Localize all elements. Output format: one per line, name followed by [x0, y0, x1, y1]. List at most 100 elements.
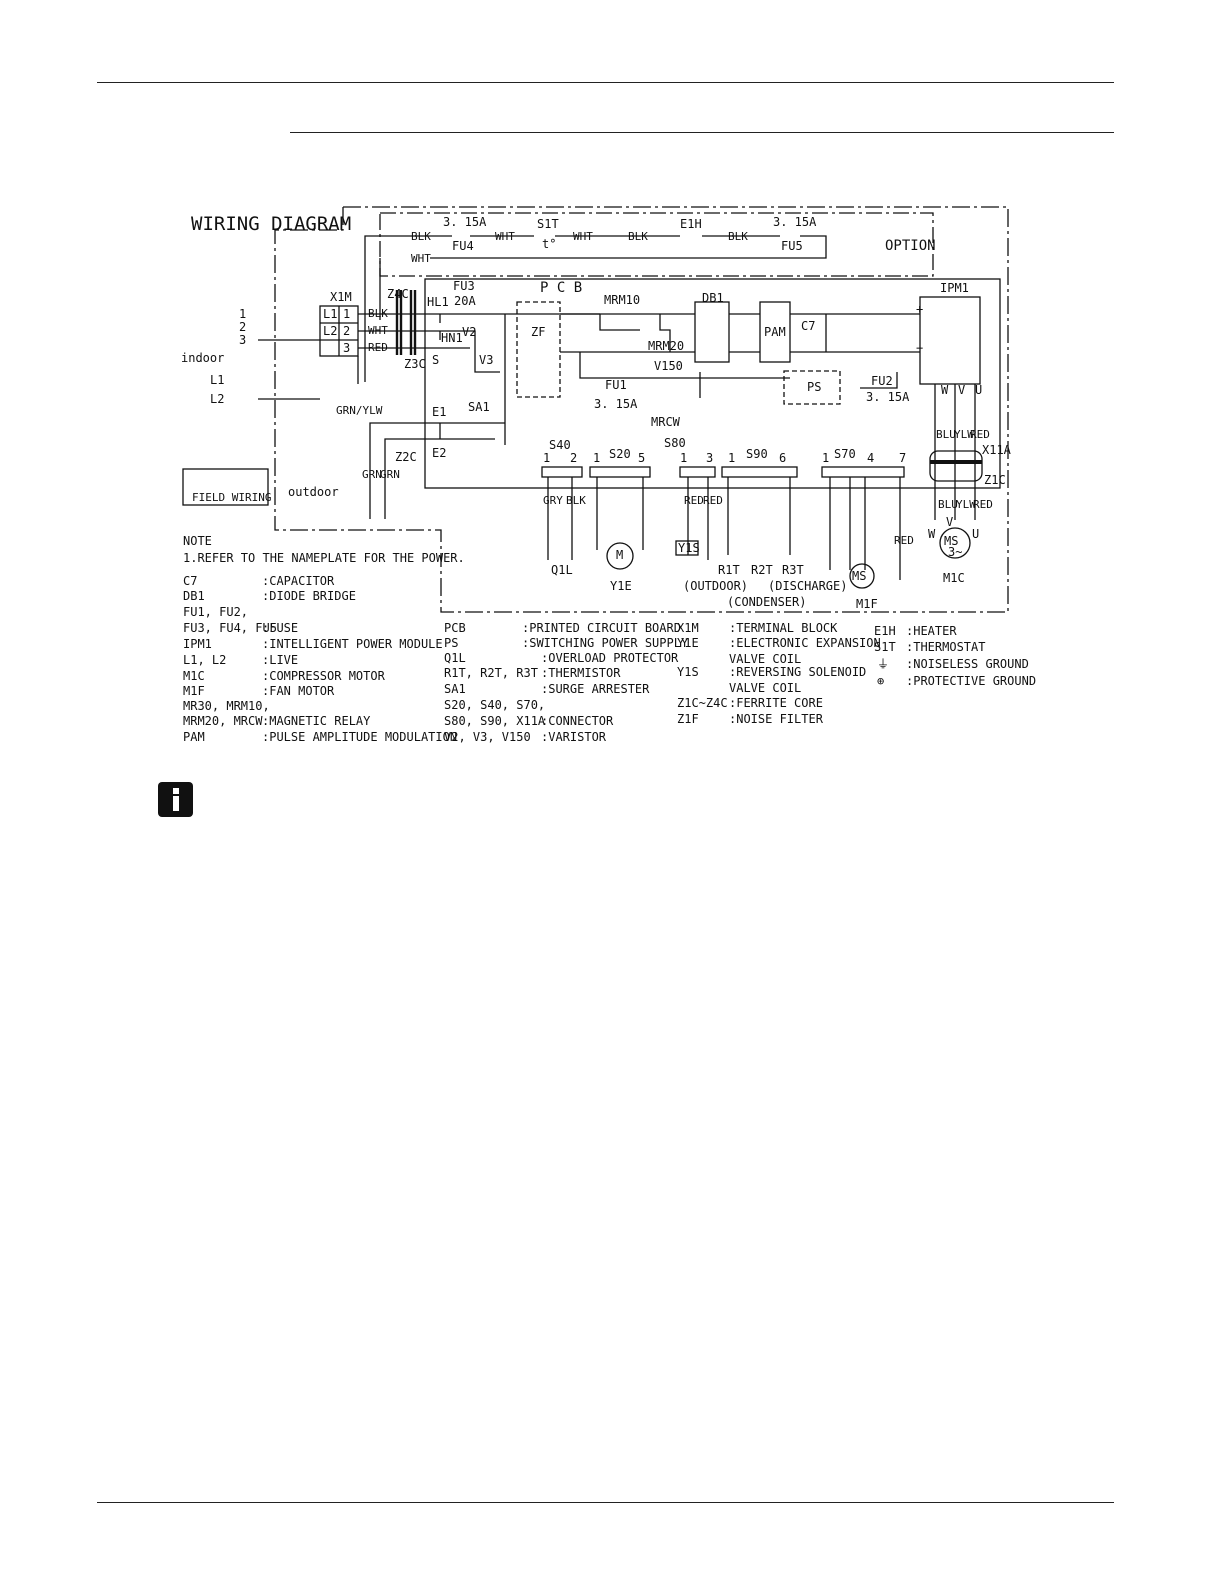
svg-text:W: W — [928, 527, 936, 541]
svg-text:YLW: YLW — [954, 428, 974, 441]
svg-text:WHT: WHT — [368, 324, 388, 337]
svg-text::PULSE AMPLITUDE MODULATION: :PULSE AMPLITUDE MODULATION — [262, 730, 457, 744]
svg-text:FU3, FU4, FU5: FU3, FU4, FU5 — [183, 621, 277, 635]
svg-text:MS: MS — [852, 569, 866, 583]
svg-text::LIVE: :LIVE — [262, 653, 298, 667]
svg-text:Y1E: Y1E — [610, 579, 632, 593]
svg-text:3: 3 — [706, 451, 713, 465]
svg-text:L1: L1 — [210, 373, 224, 387]
footer-rule — [97, 1502, 1114, 1503]
diagram-title: WIRING DIAGRAM — [191, 213, 351, 235]
svg-text:RED: RED — [894, 534, 914, 547]
svg-text:Q1L: Q1L — [444, 651, 466, 665]
svg-text:V150: V150 — [654, 359, 683, 373]
svg-text:FU2: FU2 — [871, 374, 893, 388]
svg-text::CONNECTOR: :CONNECTOR — [541, 714, 614, 728]
svg-text:S1T: S1T — [874, 640, 896, 654]
svg-text::NOISELESS GROUND: :NOISELESS GROUND — [906, 657, 1029, 671]
legend-note-item: 1.REFER TO THE NAMEPLATE FOR THE POWER. — [183, 551, 465, 565]
info-icon — [158, 782, 193, 817]
component-labels: WIRING DIAGRAM OPTION FIELD WIRING indoo… — [181, 213, 1012, 611]
svg-text:(OUTDOOR): (OUTDOOR) — [683, 579, 748, 593]
indoor-label: indoor — [181, 351, 224, 365]
svg-text:L1, L2: L1, L2 — [183, 653, 226, 667]
svg-text:7: 7 — [899, 451, 906, 465]
unit-boundary — [343, 206, 1009, 613]
svg-text:Y1E: Y1E — [677, 636, 699, 650]
svg-text:M1F: M1F — [856, 597, 878, 611]
svg-text:C7: C7 — [183, 574, 197, 588]
legend: NOTE 1.REFER TO THE NAMEPLATE FOR THE PO… — [183, 534, 1036, 744]
option-label: OPTION — [885, 238, 936, 254]
svg-text:Z1C: Z1C — [984, 473, 1006, 487]
svg-text::MAGNETIC RELAY: :MAGNETIC RELAY — [262, 714, 371, 728]
svg-text:2: 2 — [239, 320, 246, 334]
svg-text:S: S — [432, 353, 439, 367]
svg-text:L1: L1 — [323, 307, 337, 321]
svg-text:BLK: BLK — [368, 307, 388, 320]
svg-text:3. 15A: 3. 15A — [866, 390, 910, 404]
svg-text:IPM1: IPM1 — [940, 281, 969, 295]
svg-text:DB1: DB1 — [183, 589, 205, 603]
svg-text::DIODE BRIDGE: :DIODE BRIDGE — [262, 589, 356, 603]
svg-text:S1T: S1T — [537, 217, 559, 231]
pcb-box — [424, 278, 1001, 489]
svg-text::THERMISTOR: :THERMISTOR — [541, 666, 621, 680]
svg-text::FAN MOTOR: :FAN MOTOR — [262, 684, 335, 698]
header-rule-bottom — [290, 132, 1114, 133]
svg-text:FU1, FU2,: FU1, FU2, — [183, 605, 248, 619]
svg-text:HL1: HL1 — [427, 295, 449, 309]
svg-text::SWITCHING POWER SUPPLY: :SWITCHING POWER SUPPLY — [522, 636, 689, 650]
svg-text:WHT: WHT — [411, 252, 431, 265]
legend-note-title: NOTE — [183, 534, 212, 548]
svg-text:S20: S20 — [609, 447, 631, 461]
svg-text:⏚: ⏚ — [877, 657, 889, 671]
svg-text:U: U — [972, 527, 979, 541]
svg-text:S70: S70 — [834, 447, 856, 461]
svg-text:Z1F: Z1F — [677, 712, 699, 726]
svg-text:BLK: BLK — [628, 230, 648, 243]
svg-text:−: − — [916, 341, 923, 355]
svg-text:C7: C7 — [801, 319, 815, 333]
svg-text:1: 1 — [822, 451, 829, 465]
svg-text:R3T: R3T — [782, 563, 804, 577]
field-wiring-label: FIELD WIRING — [192, 491, 271, 504]
svg-text:Z2C: Z2C — [395, 450, 417, 464]
svg-text:RED: RED — [970, 428, 990, 441]
svg-text:2: 2 — [343, 324, 350, 338]
svg-text:GRY: GRY — [543, 494, 563, 507]
svg-text:MRCW: MRCW — [651, 415, 681, 429]
svg-text::VARISTOR: :VARISTOR — [541, 730, 607, 744]
svg-text:V2: V2 — [462, 325, 476, 339]
svg-text:M: M — [616, 548, 623, 562]
svg-text:20A: 20A — [454, 294, 476, 308]
svg-text:V: V — [958, 383, 965, 397]
svg-text:V3: V3 — [479, 353, 493, 367]
svg-text:PAM: PAM — [764, 325, 786, 339]
svg-text:5: 5 — [638, 451, 645, 465]
svg-text:GRN: GRN — [380, 468, 400, 481]
svg-text:MRM20, MRCW: MRM20, MRCW — [183, 714, 263, 728]
svg-text::COMPRESSOR MOTOR: :COMPRESSOR MOTOR — [262, 669, 386, 683]
svg-text:YLW: YLW — [956, 498, 976, 511]
svg-text:FU4: FU4 — [452, 239, 474, 253]
svg-text:Z4C: Z4C — [387, 287, 409, 301]
svg-text:1: 1 — [239, 307, 246, 321]
svg-text:L2: L2 — [323, 324, 337, 338]
svg-text::OVERLOAD PROTECTOR: :OVERLOAD PROTECTOR — [541, 651, 679, 665]
svg-text:U: U — [975, 383, 982, 397]
svg-text:3. 15A: 3. 15A — [594, 397, 638, 411]
svg-text:BLU: BLU — [938, 498, 958, 511]
svg-text:3. 15A: 3. 15A — [443, 215, 487, 229]
svg-text:X1M: X1M — [330, 290, 352, 304]
svg-text::PRINTED CIRCUIT BOARD: :PRINTED CIRCUIT BOARD — [522, 621, 681, 635]
zf-filter — [516, 301, 561, 398]
svg-text:RED: RED — [684, 494, 704, 507]
svg-text:BLK: BLK — [728, 230, 748, 243]
svg-text:MS: MS — [944, 534, 958, 548]
svg-text::REVERSING SOLENOID: :REVERSING SOLENOID — [729, 665, 866, 679]
svg-text:M1C: M1C — [183, 669, 205, 683]
svg-text::NOISE FILTER: :NOISE FILTER — [729, 712, 824, 726]
svg-text::HEATER: :HEATER — [906, 624, 957, 638]
svg-text:6: 6 — [779, 451, 786, 465]
